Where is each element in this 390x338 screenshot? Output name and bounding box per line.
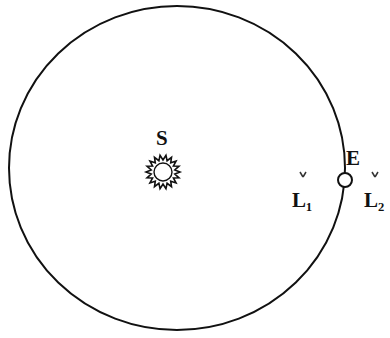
- l1-mark: [300, 172, 303, 177]
- earth-orbit: [9, 6, 345, 330]
- earth-label: E: [346, 148, 360, 169]
- l1-label: L₁: [292, 190, 312, 211]
- l2-label: L₂: [364, 190, 384, 211]
- earth-symbol: [338, 173, 352, 187]
- l2-mark: [372, 172, 375, 177]
- sun-label: S: [156, 128, 168, 149]
- sun-symbol: [146, 155, 180, 188]
- l1-mark: [303, 172, 306, 177]
- l2-mark: [375, 172, 378, 177]
- sun-rays: [146, 155, 180, 188]
- sun-disc: [154, 163, 172, 181]
- lagrange-marks: [300, 172, 378, 177]
